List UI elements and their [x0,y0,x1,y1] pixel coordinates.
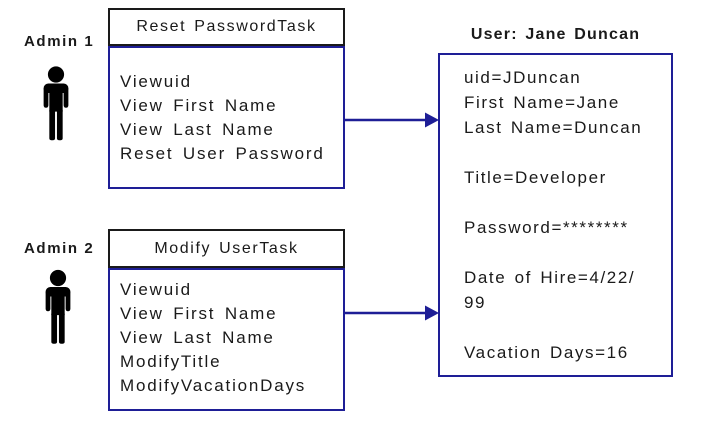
user-attribute: First Name=Jane [464,93,620,112]
permission-item: Reset User Password [120,144,325,163]
user-attribute: Title=Developer [464,168,607,187]
user-attribute: Password=******** [464,218,629,237]
person-icon [43,66,69,141]
permission-item: Viewuid [120,280,192,299]
user-attribute: Last Name=Duncan [464,118,643,137]
permission-item: View Last Name [120,328,275,347]
permission-item: ModifyTitle [120,352,222,371]
arrow-task2-to-user-icon [345,305,439,321]
task-box-modify-user: Modify UserTask Viewuid View First Name … [108,229,345,411]
arrow-task1-to-user-icon [345,112,439,128]
user-attribute-spacer [464,190,671,215]
person-icon [45,269,71,344]
user-record-box: uid=JDuncan First Name=Jane Last Name=Du… [438,53,673,377]
user-attribute: 99 [464,293,487,312]
user-attribute: Date of Hire=4/22/ [464,268,636,287]
user-record-title: User: Jane Duncan [470,26,641,43]
admin2-label: Admin 2 [24,240,95,257]
task2-permission-list: Viewuid View First Name View Last Name M… [108,268,345,411]
task-box-reset-password: Reset PasswordTask Viewuid View First Na… [108,8,345,189]
user-attribute-spacer [464,315,671,340]
user-attribute-spacer [464,240,671,265]
task1-title: Reset PasswordTask [108,8,345,46]
permission-item: View First Name [120,96,278,115]
permission-item: Viewuid [120,72,192,91]
user-attribute-spacer [464,140,671,165]
permission-item: View First Name [120,304,278,323]
user-attribute: uid=JDuncan [464,68,582,87]
user-attribute: Vacation Days=16 [464,343,629,362]
admin1-label: Admin 1 [24,33,95,50]
permission-item: ModifyVacationDays [120,376,307,395]
task1-permission-list: Viewuid View First Name View Last Name R… [108,46,345,189]
permission-item: View Last Name [120,120,275,139]
task2-title: Modify UserTask [108,229,345,268]
